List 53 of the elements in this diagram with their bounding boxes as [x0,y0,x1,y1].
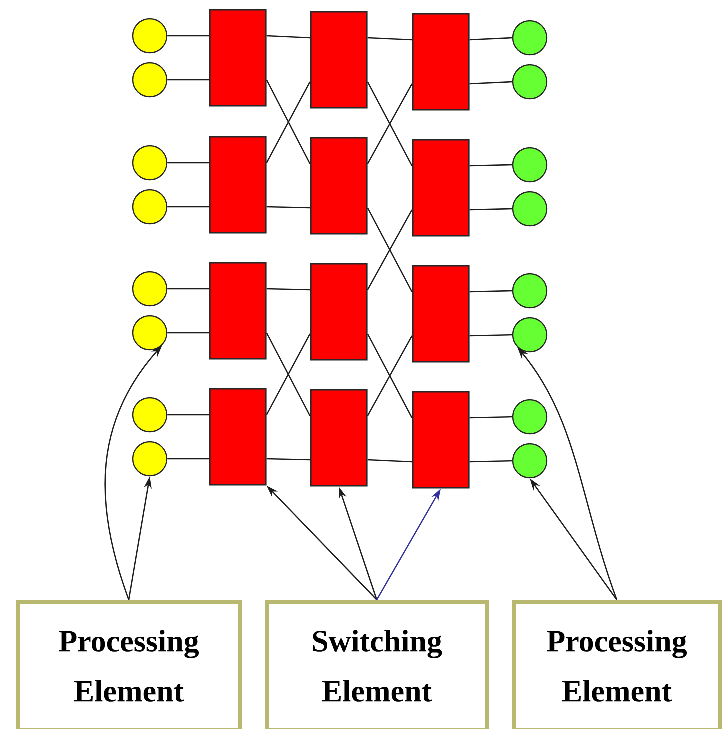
switch-box [412,139,470,237]
wire [470,416,512,419]
wire [168,288,210,290]
wire [266,288,310,291]
circle-node [512,64,548,100]
circle-node [132,441,168,477]
switch-box [209,262,267,360]
wire [470,460,512,463]
circle-node [132,62,168,98]
wire [168,458,210,460]
wire [168,414,210,416]
wire [266,458,310,461]
wire [470,208,512,211]
circle-node [512,443,548,479]
circle-node [132,18,168,54]
wire [266,206,310,209]
circle-node [132,145,168,181]
circle-node [132,315,168,351]
wire [470,334,512,337]
switch-box [310,263,368,361]
wire [470,81,512,85]
wire [266,35,310,39]
switch-box [412,13,470,111]
label-box: Processing Element [512,600,722,729]
switch-box [310,11,368,109]
wire [168,79,210,81]
circle-node [512,399,548,435]
switch-box [209,388,267,486]
wire [168,35,210,37]
circle-node [512,273,548,309]
switch-box [209,136,267,234]
switch-box [310,389,368,487]
circle-node [512,147,548,183]
circle-node [132,271,168,307]
switch-box [412,265,470,363]
circle-node [512,20,548,56]
switch-box [310,137,368,235]
wire [168,206,210,208]
label-box: Switching Element [265,600,489,729]
switch-box [412,391,470,489]
wire [470,37,512,41]
circle-node [512,317,548,353]
wire [368,459,412,463]
wire [168,162,210,164]
wire [368,37,412,41]
circle-node [132,189,168,225]
wire [470,290,512,293]
label-box: Processing Element [16,600,242,729]
circle-node [512,191,548,227]
wire [168,332,210,334]
wire [470,164,512,167]
switch-box [209,9,267,107]
circle-node [132,397,168,433]
